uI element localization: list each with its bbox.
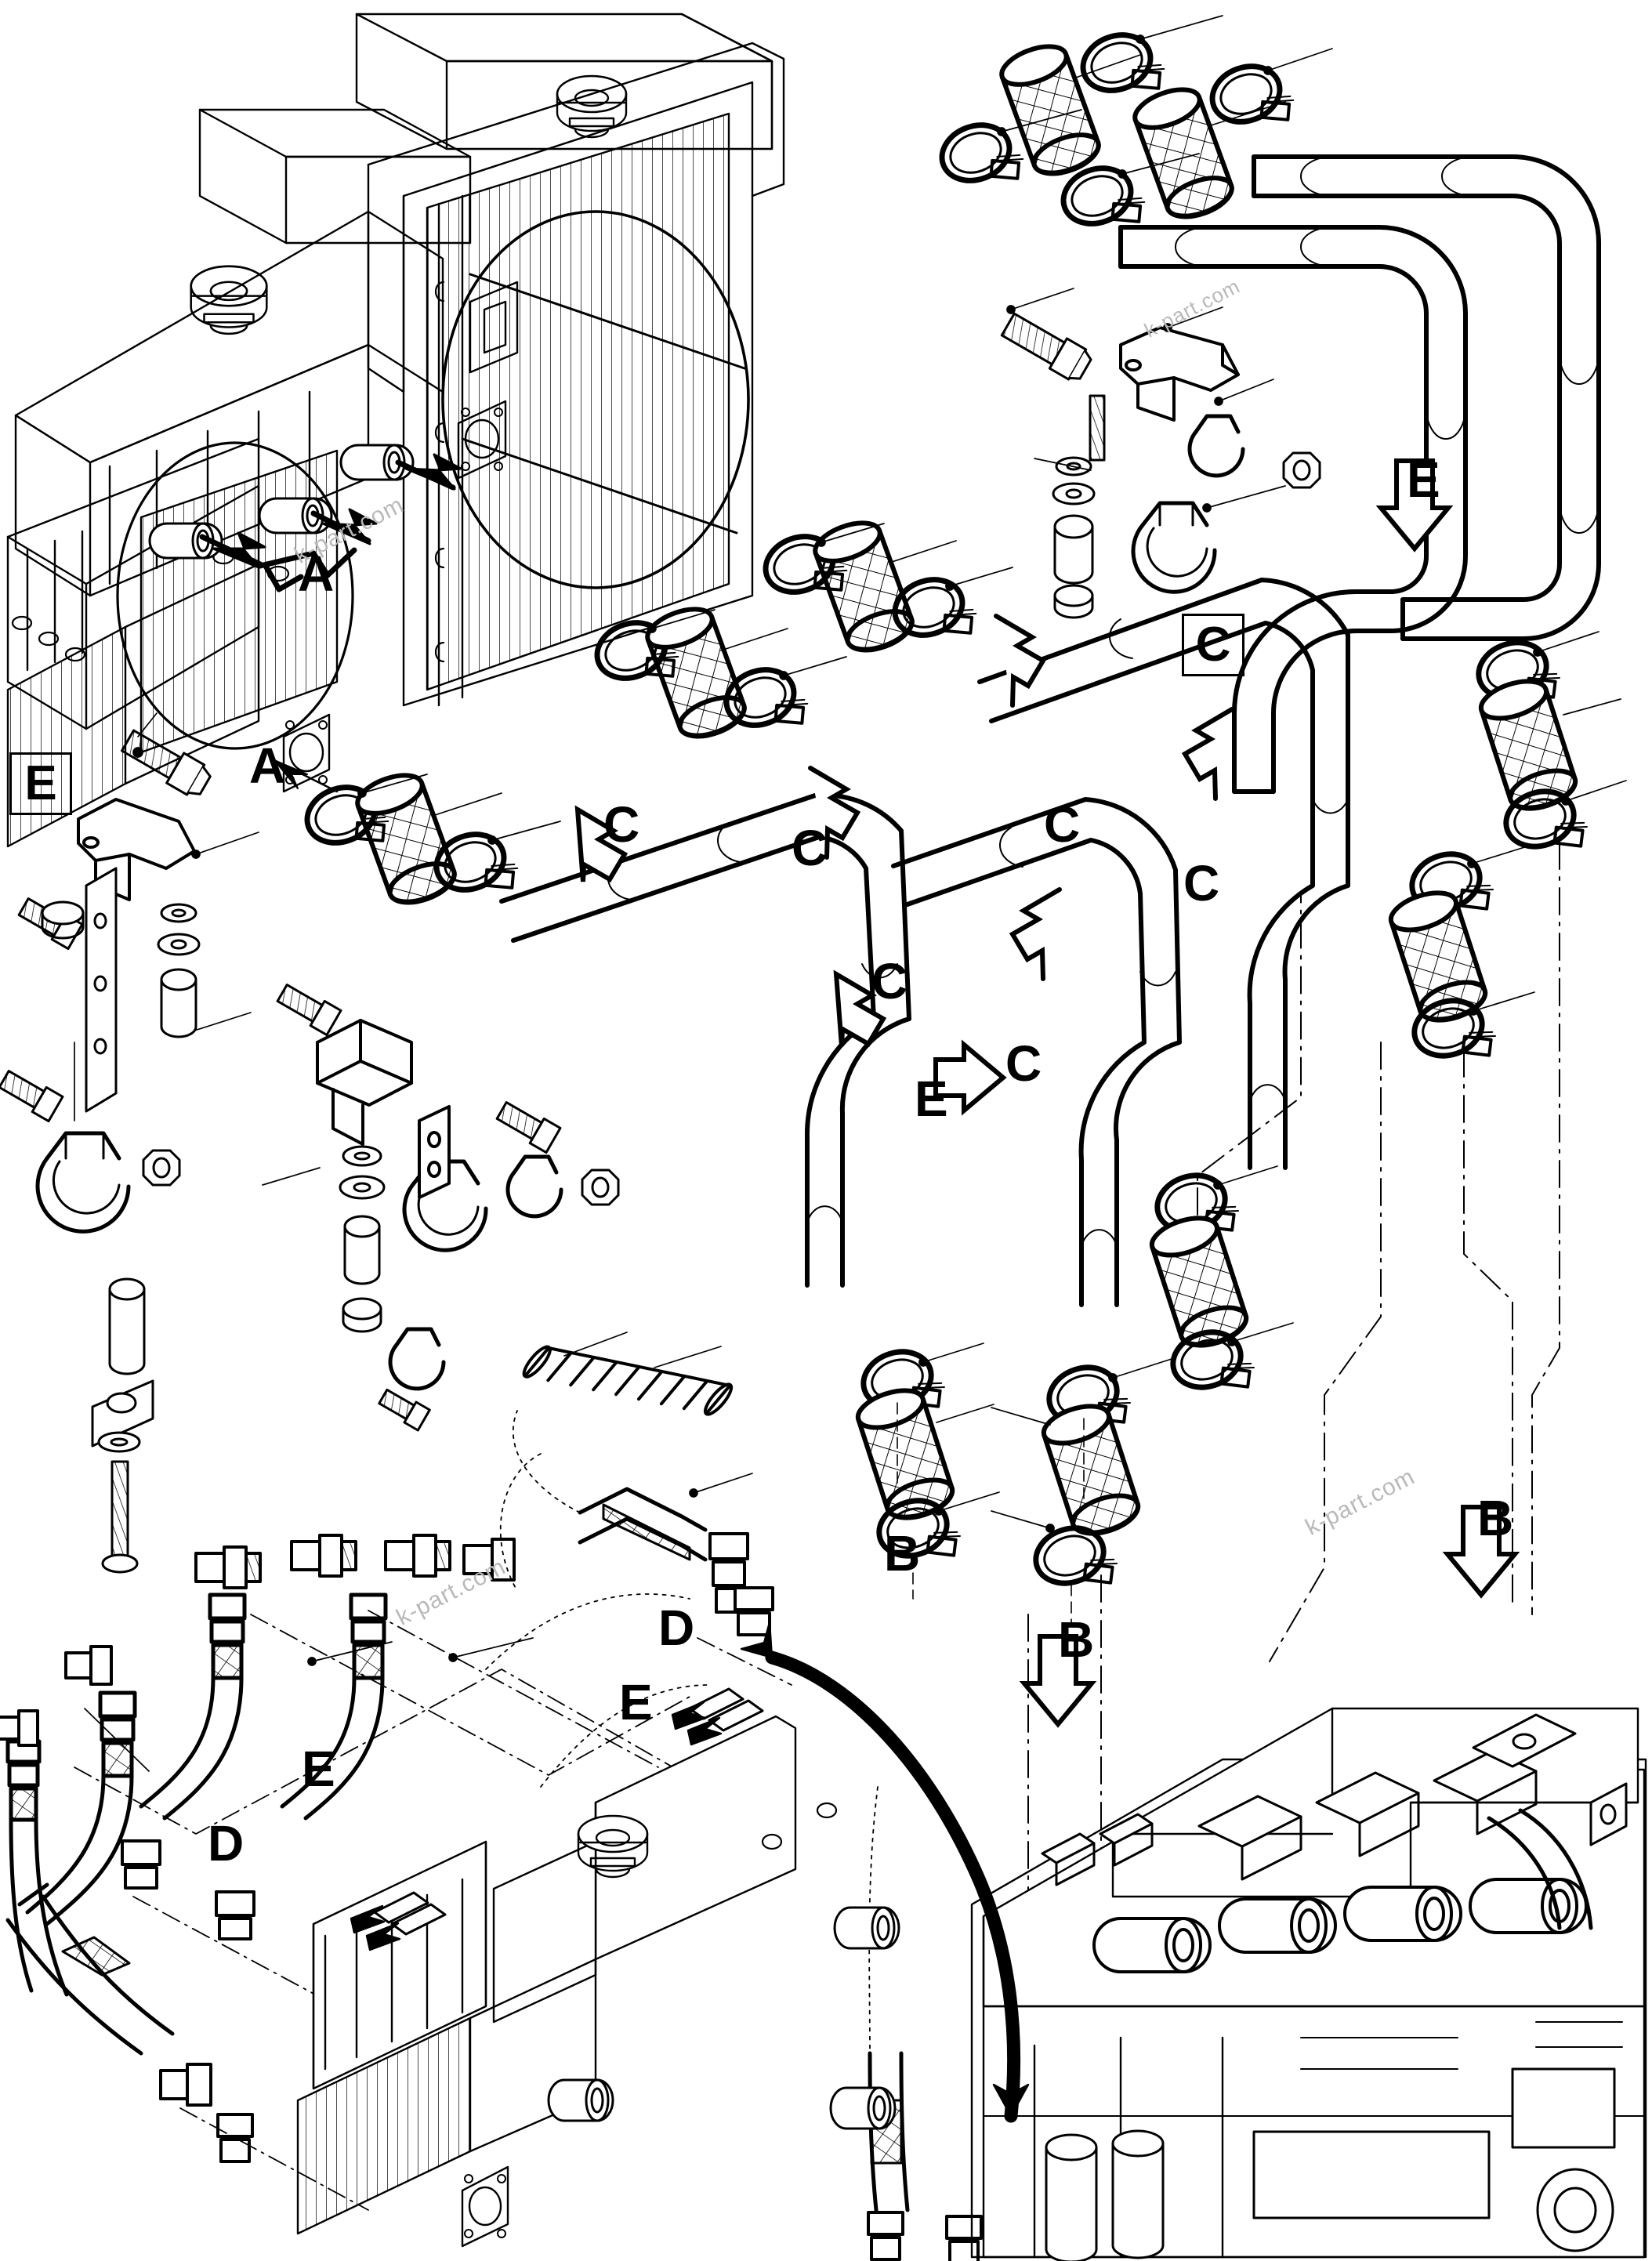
callout-b-3: B (1477, 1490, 1514, 1546)
callout-b-2: B (1058, 1611, 1095, 1668)
callout-c-2: C (792, 820, 828, 876)
clamp-set-center (299, 516, 1013, 911)
callout-e-mid: E (915, 1071, 948, 1127)
callout-d-1: D (658, 1600, 695, 1656)
callout-e-low-1: E (619, 1674, 653, 1730)
main-hose-run (499, 578, 1350, 1307)
callout-c-6: C (1005, 1035, 1042, 1092)
callout-a-mid: A (249, 737, 286, 794)
engine-block-assembly (970, 1707, 1647, 2261)
callout-b-1: B (884, 1525, 921, 1582)
a-leader-arrow (273, 759, 339, 793)
coil-spring (522, 1332, 734, 1416)
mounting-bracket-kit (0, 712, 620, 1574)
callout-e-low-2: E (302, 1741, 335, 1797)
bracket-assembly-c (1000, 288, 1321, 619)
lower-radiator-body (296, 1687, 900, 2248)
callout-e-topright: E (1407, 451, 1440, 508)
callout-c-1: C (603, 796, 640, 853)
grommet-group-a (148, 444, 415, 560)
callout-a-top: A (298, 545, 335, 602)
callout-box-c-right: C (1182, 614, 1244, 676)
sleeve-column-b2 (991, 1357, 1172, 1623)
flow-arrow-bold (740, 1621, 1030, 2123)
clamp-set-topright (934, 15, 1333, 244)
callout-c-4: C (1183, 855, 1220, 911)
callout-box-e-left: E (9, 752, 72, 815)
sleeve-column-b1 (853, 1341, 1000, 1600)
callout-c-5: C (871, 953, 908, 1009)
sleeve-column-b3 (1147, 1165, 1294, 1407)
upper-hose-run (1118, 154, 1601, 794)
callout-c-3: C (1044, 796, 1081, 853)
callout-d-2: D (208, 1815, 245, 1871)
flexible-hydraulic-lines (0, 1346, 983, 2261)
sleeve-column-right (1386, 632, 1627, 1075)
block-arrows (574, 458, 1520, 1728)
